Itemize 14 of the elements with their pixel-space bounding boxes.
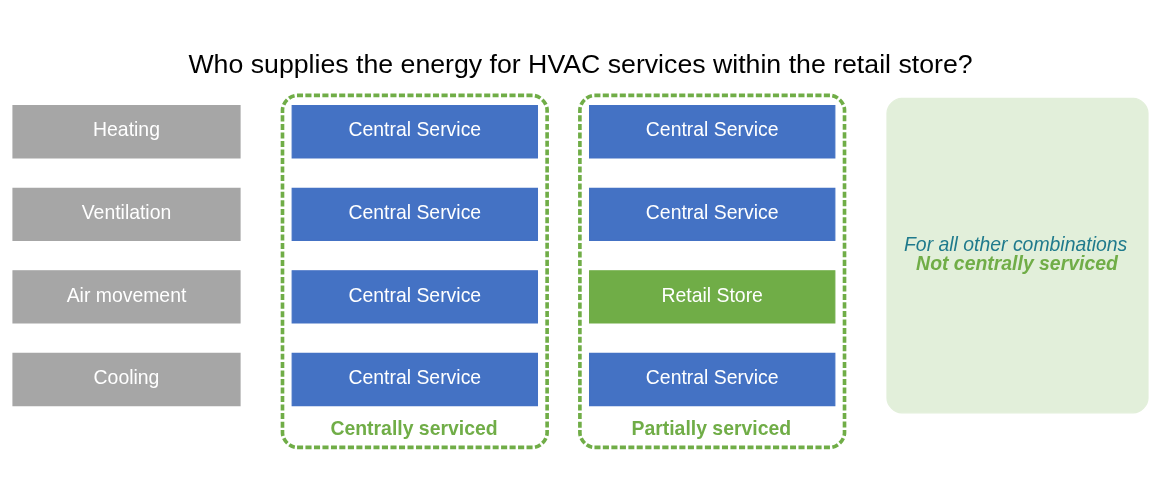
node-box: Air movement	[12, 269, 241, 324]
node-box: Central Service	[291, 352, 538, 406]
diagram-title: Who supplies the energy for HVAC services within the retail store?	[188, 48, 973, 79]
node-box: For all other combinations Not centrally serviced	[886, 97, 1149, 413]
node-box: Central Service	[291, 187, 538, 241]
node-box: Central Service	[589, 187, 836, 241]
node-box: Central Service	[291, 269, 538, 324]
node-box: Retail Store	[589, 269, 836, 324]
node-box: Cooling	[12, 352, 241, 406]
node-box: Central Service	[589, 352, 836, 406]
node-box: Heating	[12, 104, 241, 159]
node-box: Central Service	[291, 104, 538, 159]
node-box: Central Service	[589, 104, 836, 159]
node-box: Ventilation	[12, 187, 241, 241]
